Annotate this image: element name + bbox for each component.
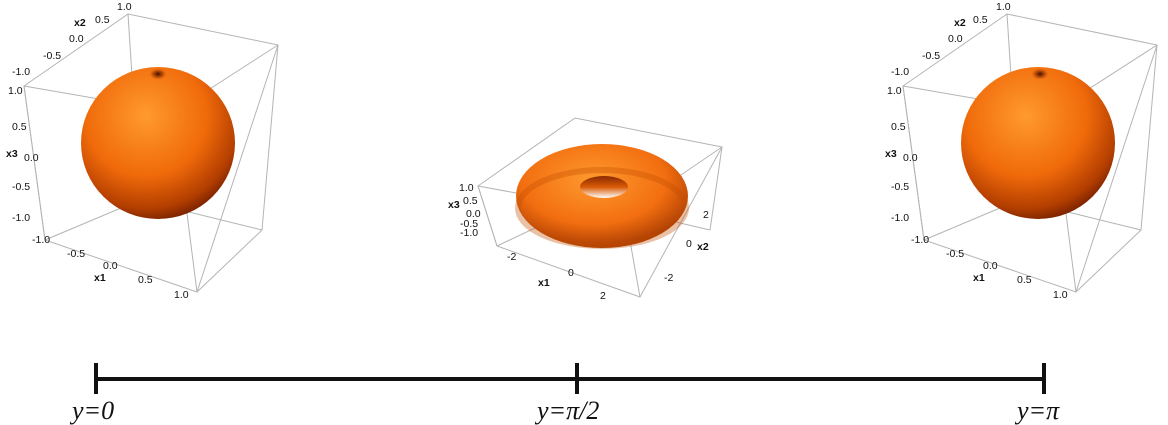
x1-tick: -0.5 [67,248,85,260]
x2-tick: 0.0 [69,33,84,45]
x3-tick: -1.0 [460,227,478,239]
x1-tick: -1.0 [911,234,929,246]
x3-tick: 1.0 [8,85,23,97]
x2-axis-label: x2 [954,17,966,29]
x2-tick: 1.0 [996,1,1011,13]
x3-axis-label: x3 [885,148,897,160]
x2-tick: -0.5 [922,50,940,62]
torus-panel-middle: 1.0 x3 0.5 0.0 -0.5 -1.0 -2 0 x1 2 2 0 x… [448,117,723,302]
x1-axis-label: x1 [538,277,550,289]
x2-tick: 1.0 [117,1,132,13]
sphere-panel-left: x2 0.5 1.0 0.0 -0.5 -1.0 1.0 0.5 x3 0.0 … [6,1,279,301]
x2-tick: 2 [703,209,709,221]
x1-tick: 0.5 [1017,274,1032,286]
x2-tick: -1.0 [12,66,30,78]
timeline-label-end: y=π [1014,396,1060,425]
sphere-surface [961,67,1115,219]
x3-tick: 1.0 [887,85,902,97]
x2-tick: -0.5 [43,50,61,62]
x1-tick: -2 [507,251,516,263]
x3-tick: 0.5 [12,121,27,133]
x2-axis-label: x2 [74,17,86,29]
x3-tick: 1.0 [459,182,474,194]
x3-tick: 0.5 [463,195,478,207]
sphere-panel-right: x2 0.5 1.0 0.0 -0.5 -1.0 1.0 0.5 x3 0.0 … [885,1,1158,301]
x1-tick: 1.0 [1053,289,1068,301]
x1-tick: 0 [568,267,574,279]
x1-tick: -0.5 [946,248,964,260]
sphere-pole-shading [149,68,167,80]
x3-tick: -0.5 [12,181,30,193]
x2-tick: -2 [664,272,673,284]
x2-tick: 0 [686,238,692,250]
x2-tick: 0.5 [95,14,110,26]
x3-axis-label: x3 [448,199,460,211]
x3-tick: 0.0 [903,152,918,164]
x3-tick: -1.0 [12,212,30,224]
torus-hole [580,176,628,198]
sphere-surface [81,67,235,219]
x1-tick: 2 [600,290,606,302]
x1-tick: 0.0 [103,260,118,272]
timeline-label-mid: y=π/2 [534,396,599,425]
x1-tick: 0.5 [138,274,153,286]
x1-tick: -1.0 [32,234,50,246]
sphere-pole-shading [1031,68,1049,80]
x1-axis-label: x1 [94,272,106,284]
x3-axis-label: x3 [6,148,18,160]
x3-tick: 0.0 [24,152,39,164]
parameter-timeline: y=0 y=π/2 y=π [69,363,1060,425]
x3-tick: -0.5 [891,181,909,193]
x2-tick: 0.5 [973,14,988,26]
x2-axis-label: x2 [697,241,709,253]
x1-tick: 1.0 [174,289,189,301]
x3-tick: -0.5 [460,218,478,230]
torus-lower-shading [515,167,689,249]
x2-tick: 0.0 [948,33,963,45]
x2-tick: -1.0 [891,66,909,78]
x3-tick: 0.0 [466,208,481,220]
x1-axis-label: x1 [973,272,985,284]
x3-tick: -1.0 [891,212,909,224]
x3-tick: 0.5 [891,121,906,133]
timeline-label-start: y=0 [69,396,114,425]
x1-tick: 0.0 [983,260,998,272]
